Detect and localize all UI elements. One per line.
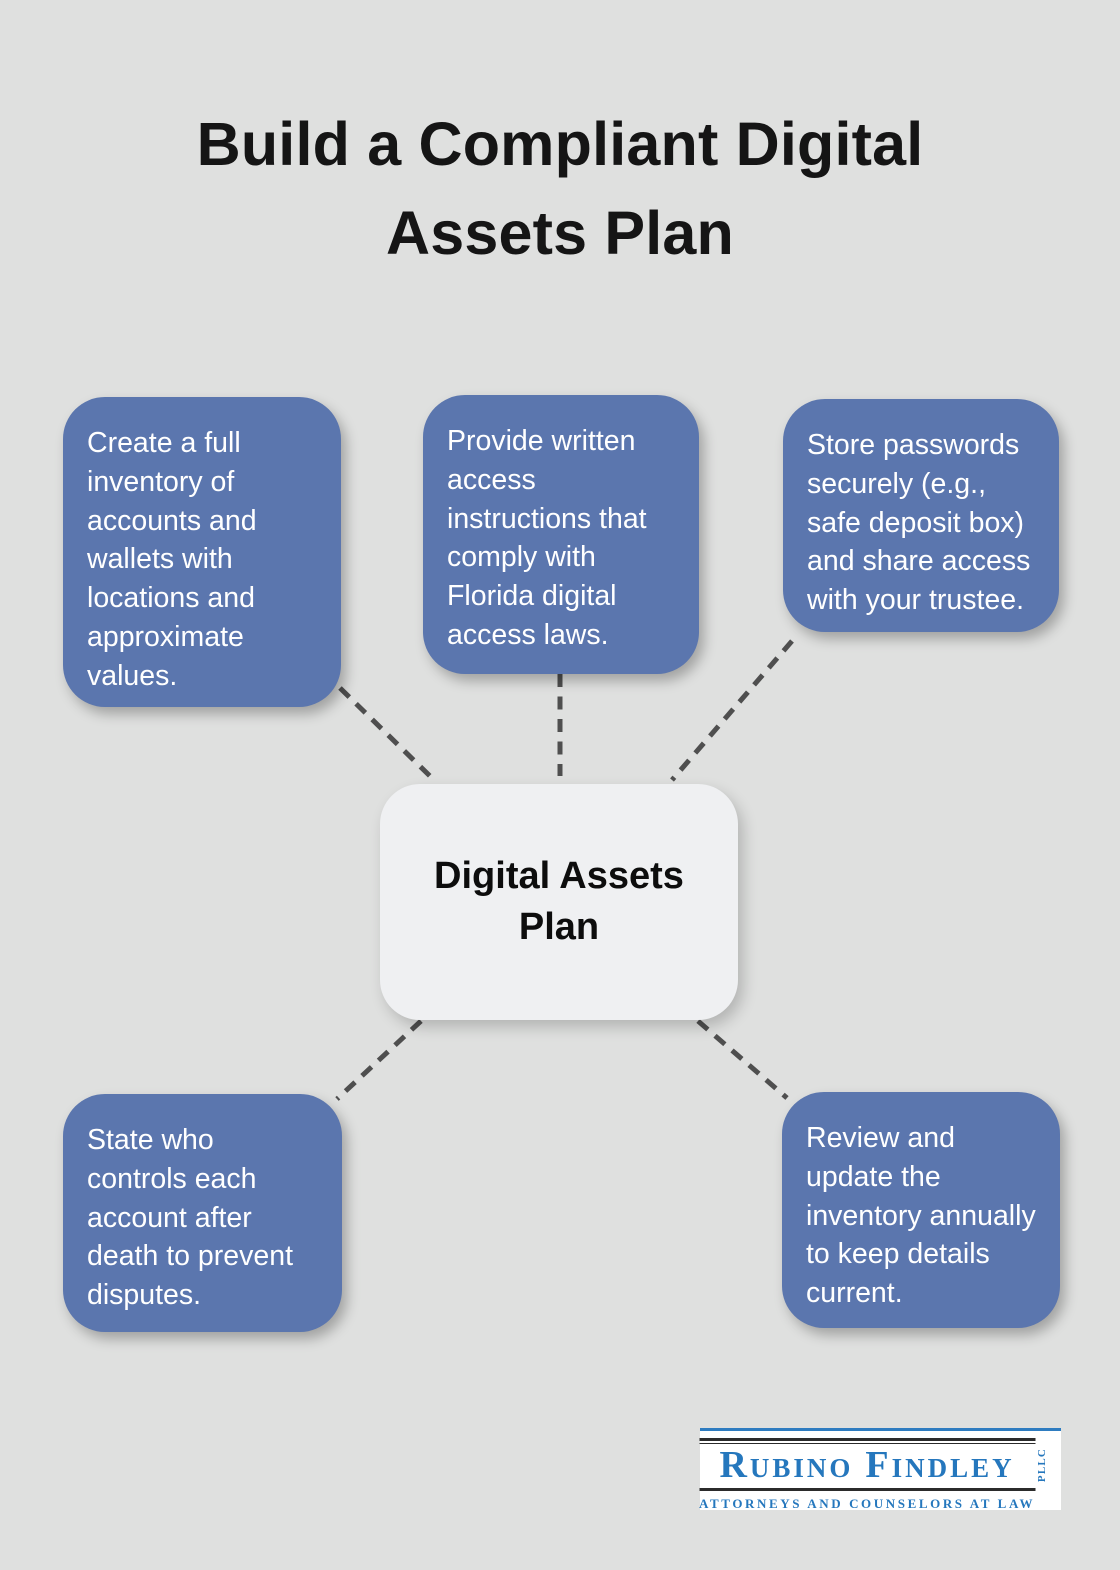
- logo-name-rest-1: UBINO: [749, 1453, 854, 1483]
- connector-bottom-right: [696, 1019, 789, 1100]
- connector-top-left: [338, 686, 435, 781]
- node-create-inventory-text: Create a full inventory of accounts and …: [87, 427, 257, 692]
- logo-name-block: RUBINO FINDLEY ATTORNEYS AND COUNSELORS A…: [699, 1438, 1036, 1512]
- node-store-passwords-text: Store passwords securely (e.g., safe dep…: [807, 429, 1031, 616]
- logo-top-rule: [699, 1438, 1036, 1444]
- page-title: Build a Compliant Digital Assets Plan: [196, 110, 924, 268]
- logo-firm-name: RUBINO FINDLEY: [699, 1444, 1035, 1487]
- connector-top-right: [670, 639, 794, 782]
- node-store-passwords: Store passwords securely (e.g., safe dep…: [783, 399, 1059, 632]
- logo-initial-f: F: [865, 1444, 892, 1486]
- logo-bottom-rule: [699, 1487, 1036, 1491]
- center-node: Digital Assets Plan: [380, 784, 738, 1020]
- logo-name-rest-2: INDLEY: [891, 1453, 1015, 1483]
- node-account-control: State who controls each account after de…: [63, 1094, 342, 1332]
- node-written-instructions: Provide written access instructions that…: [423, 395, 699, 674]
- rubino-findley-logo: RUBINO FINDLEY ATTORNEYS AND COUNSELORS A…: [699, 1428, 1061, 1512]
- node-account-control-text: State who controls each account after de…: [87, 1124, 293, 1311]
- node-written-instructions-text: Provide written access instructions that…: [447, 425, 647, 651]
- connector-bottom-left: [335, 1019, 423, 1101]
- node-create-inventory: Create a full inventory of accounts and …: [63, 397, 341, 707]
- logo-tagline: ATTORNEYS AND COUNSELORS AT LAW: [699, 1495, 1036, 1511]
- logo-pllc-suffix: PLLC: [1035, 1447, 1048, 1483]
- node-review-update: Review and update the inventory annually…: [782, 1092, 1060, 1328]
- node-review-update-text: Review and update the inventory annually…: [806, 1122, 1036, 1309]
- center-node-label: Digital Assets Plan: [434, 854, 684, 948]
- logo-initial-r: R: [719, 1444, 750, 1486]
